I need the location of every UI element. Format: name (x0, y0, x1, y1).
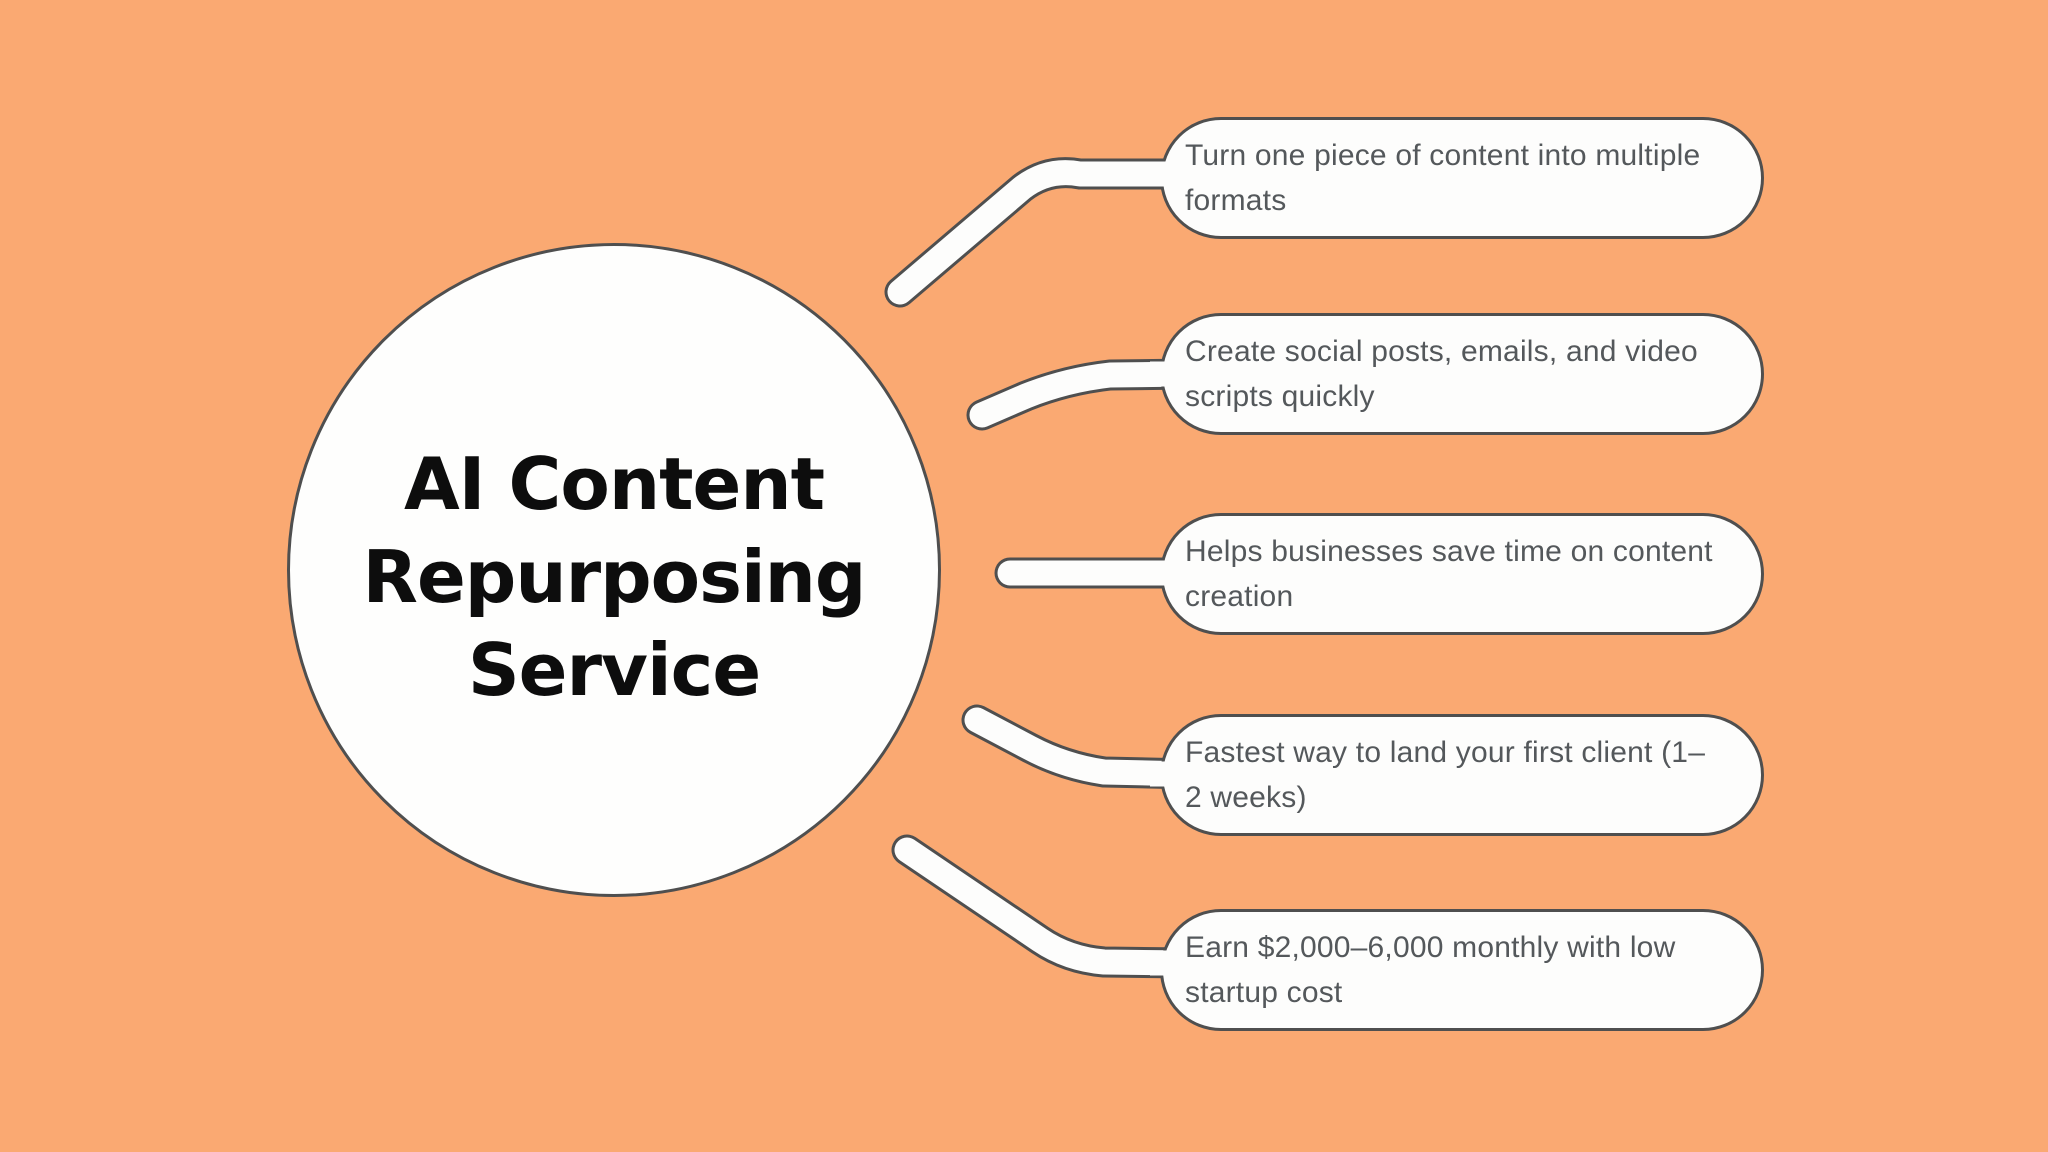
branch-node-5: Earn $2,000–6,000 monthly with low start… (1160, 909, 1764, 1031)
branch-node-label: Helps businesses save time on content cr… (1185, 535, 1713, 613)
connector-5-outline (891, 834, 1208, 979)
branch-node-label: Earn $2,000–6,000 monthly with low start… (1185, 931, 1676, 1009)
connector-1-outline (884, 157, 1208, 308)
branch-node-1: Turn one piece of content into multiple … (1160, 117, 1764, 239)
branch-node-label: Turn one piece of content into multiple … (1185, 139, 1701, 217)
branch-node-4: Fastest way to land your first client (1… (1160, 714, 1764, 836)
branch-node-label: Fastest way to land your first client (1… (1185, 736, 1706, 814)
branch-node-3: Helps businesses save time on content cr… (1160, 513, 1764, 635)
connector-5-line (894, 837, 1205, 976)
center-node-title: AI Content Repurposing Service (362, 441, 867, 712)
connector-1-line (887, 160, 1205, 305)
branch-node-label: Create social posts, emails, and video s… (1185, 335, 1698, 413)
center-node: AI Content Repurposing Service (287, 243, 941, 897)
branch-node-2: Create social posts, emails, and video s… (1160, 313, 1764, 435)
